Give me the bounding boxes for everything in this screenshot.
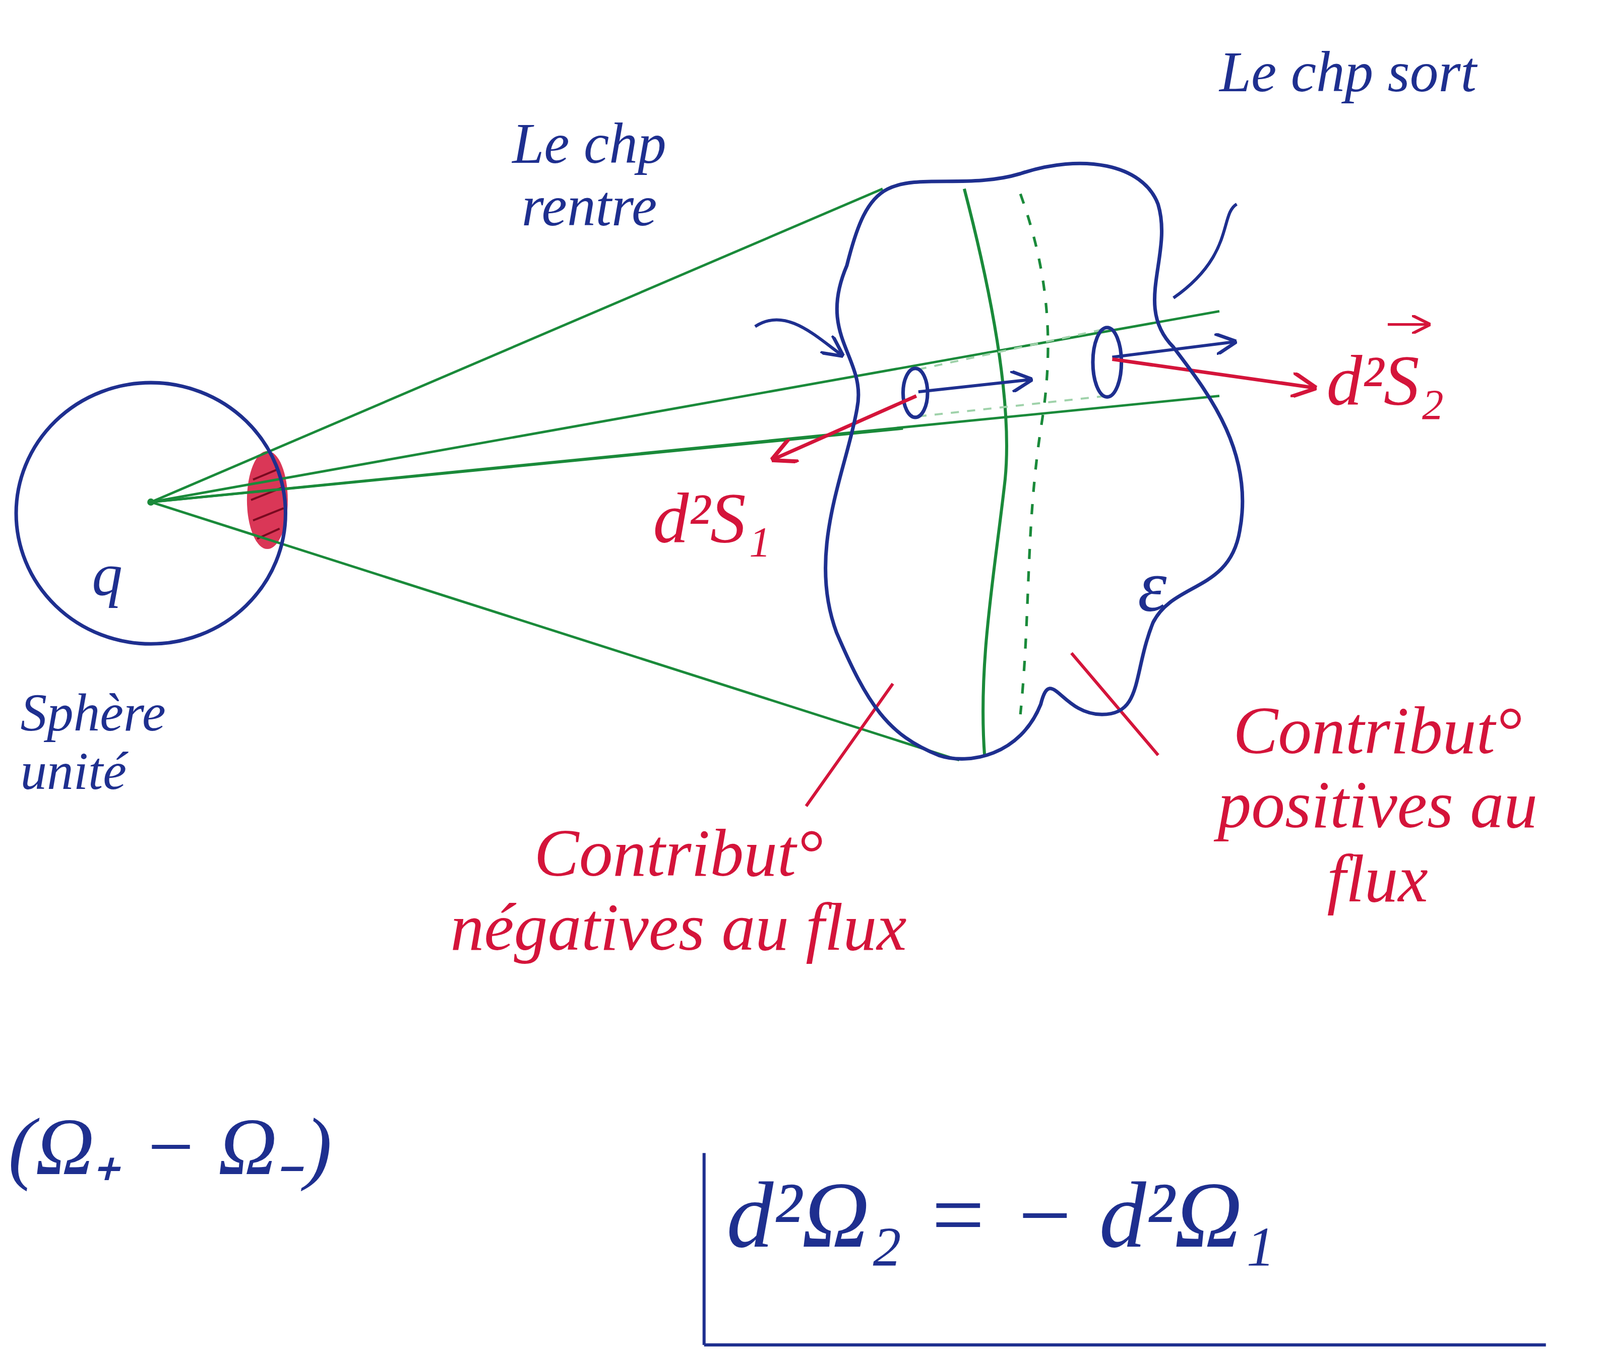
cross-section [964, 188, 1007, 757]
leader-line [806, 683, 893, 807]
equation: d²Ω₂ = − d²Ω₁ [726, 1163, 1275, 1267]
closed-surface: ε [806, 153, 1266, 776]
surface-element [902, 368, 928, 418]
flux-note: Contribut° négatives au flux [449, 816, 909, 965]
charge-label: q [91, 540, 123, 609]
leader-line [1071, 652, 1158, 755]
surface-element-label: d²S₁ [653, 479, 771, 559]
crossed-expression: (Ω₊ − Ω₋) [8, 1101, 332, 1192]
surface-element-label: d²S₂ [1326, 341, 1445, 421]
normal-vector [1112, 359, 1315, 389]
sphere-label: Sphère unité [20, 683, 235, 801]
equation-bar [702, 1152, 706, 1345]
surface-label: ε [1137, 545, 1167, 627]
tube-dash [918, 395, 1107, 416]
vector-arrow [1387, 323, 1429, 326]
pointer [755, 319, 842, 355]
field-note: Le chp rentre [474, 112, 704, 238]
field-arrow [918, 379, 1031, 392]
surface-element [1092, 327, 1122, 398]
unit-sphere-outline [15, 377, 291, 648]
flux-note: Contribut° positives au flux [1173, 693, 1582, 916]
cone-lines [151, 188, 1220, 761]
cross-section-hidden [1020, 194, 1049, 715]
unit-sphere: qSphère unité [15, 377, 291, 648]
pointer [1173, 204, 1238, 298]
equation-underline [704, 1343, 1547, 1347]
normal-vector [773, 395, 916, 460]
field-note: Le chp sort [1219, 40, 1477, 104]
tube-dash [918, 328, 1107, 370]
closed-surface-outline [806, 153, 1266, 776]
